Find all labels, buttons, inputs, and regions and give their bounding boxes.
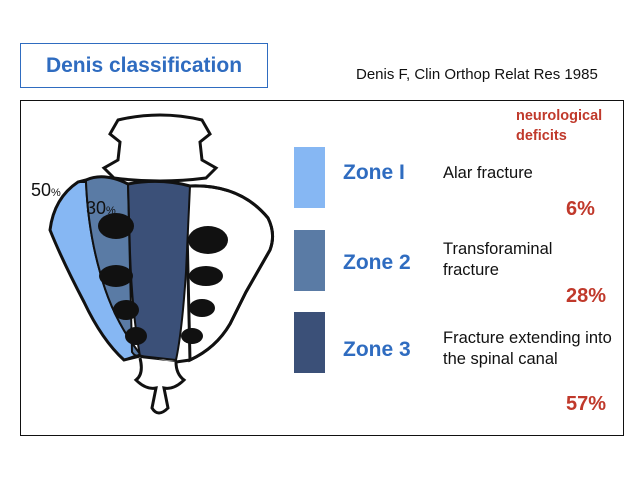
foramen-right-1 — [188, 226, 228, 254]
foramen-right-3 — [189, 299, 215, 317]
zone2-description: Transforaminal fracture — [443, 240, 553, 279]
foramen-right-4 — [181, 328, 203, 344]
vertebra-body — [101, 113, 219, 183]
zone3-description: Fracture extending into the spinal canal — [443, 329, 612, 368]
foramen-left-1 — [98, 213, 134, 239]
zone3-swatch — [294, 312, 325, 373]
zone1-description: Alar fracture — [443, 164, 533, 182]
outer-percentage: 50% — [31, 180, 61, 200]
foramen-left-4 — [125, 327, 147, 345]
zone1-swatch — [294, 147, 325, 208]
coccyx — [133, 357, 187, 415]
page-title: Denis classification — [45, 53, 243, 77]
citation: Denis F, Clin Orthop Relat Res 1985 — [356, 66, 598, 83]
zone2-deficit-value: 28% — [566, 285, 607, 307]
title-box: Denis classification — [20, 43, 268, 88]
zone2-label: Zone 2 — [343, 251, 411, 274]
diagram-frame — [20, 100, 624, 436]
sacrum-diagram — [48, 113, 275, 415]
foramen-right-2 — [189, 266, 223, 286]
zone3-deficit-value: 57% — [566, 393, 607, 415]
zone3-label: Zone 3 — [343, 338, 411, 361]
foramen-left-3 — [113, 300, 139, 320]
deficits-header: neurological deficits — [516, 108, 603, 144]
zone1-label: Zone I — [343, 161, 405, 184]
inner-percentage: 30% — [86, 198, 116, 218]
zone1-deficit-value: 6% — [566, 198, 595, 220]
sacrum-outline — [48, 175, 275, 364]
foramen-left-2 — [99, 265, 133, 287]
zone2-swatch — [294, 230, 325, 291]
